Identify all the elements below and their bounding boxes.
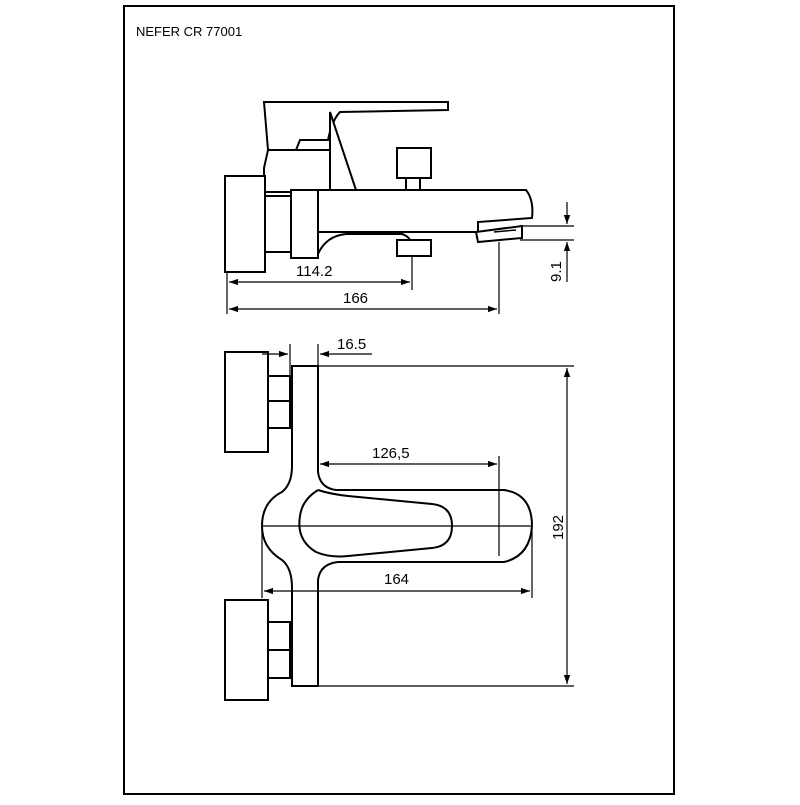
lever-slot	[298, 489, 454, 558]
dim-label-166: 166	[343, 290, 368, 307]
lever-handle	[262, 101, 449, 151]
cartridge-cap	[329, 111, 358, 194]
wall-flange	[224, 175, 266, 273]
connector-nut	[264, 195, 292, 253]
dim-label-126-5: 126,5	[372, 445, 410, 462]
aerator	[474, 224, 523, 244]
dim-label-164: 164	[384, 571, 409, 588]
cartridge-neck	[263, 149, 331, 193]
sheet-border	[123, 5, 675, 795]
dim-label-16-5: 16.5	[337, 336, 366, 353]
diverter-knob	[396, 147, 432, 179]
connector-body	[290, 189, 319, 259]
shower-outlet-nut	[396, 239, 432, 257]
mixer-body	[317, 189, 534, 233]
top-view-dimensions	[261, 344, 574, 687]
body-curve	[317, 233, 411, 255]
side-view-dimensions	[226, 202, 574, 314]
diverter-stem	[405, 177, 421, 191]
lower-wall-flange	[224, 599, 269, 701]
upper-wall-flange	[224, 351, 269, 453]
side-view	[224, 101, 534, 273]
drawing-title: NEFER CR 77001	[136, 24, 242, 39]
dim-label-192: 192	[550, 515, 567, 540]
dim-label-9-1: 9.1	[548, 261, 565, 282]
dim-label-114-2: 114.2	[296, 263, 332, 280]
